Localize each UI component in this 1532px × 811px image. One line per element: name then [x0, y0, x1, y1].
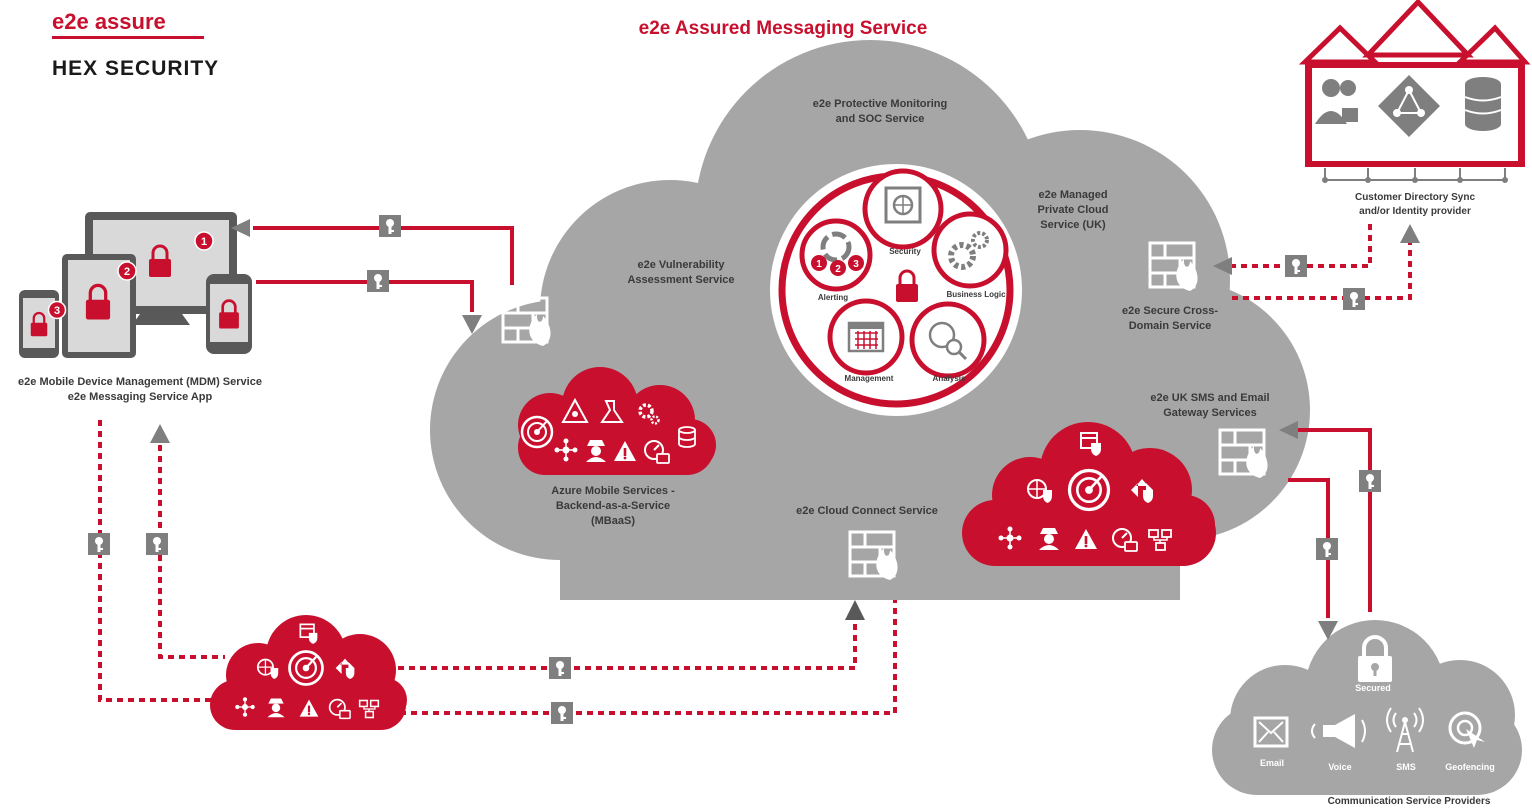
- svg-text:2: 2: [124, 266, 130, 278]
- phone-device: [206, 274, 252, 354]
- svg-text:Private Cloud: Private Cloud: [1038, 204, 1109, 216]
- directory-icon: [1378, 75, 1440, 137]
- gateway-red-cloud: [962, 422, 1216, 566]
- key-icon: [1316, 538, 1338, 560]
- management-node: Management: [827, 298, 905, 383]
- managed-cloud-label: e2e Managed: [1038, 189, 1107, 201]
- svg-text:and/or Identity provider: and/or Identity provider: [1359, 206, 1471, 217]
- secured-lock-icon: [1358, 635, 1392, 682]
- business-logic-node: Business Logic: [931, 211, 1009, 299]
- svg-text:2: 2: [835, 264, 841, 275]
- sms-gateway-label: e2e UK SMS and Email: [1150, 392, 1269, 404]
- mdm-devices: 1 2 3: [19, 212, 252, 358]
- alerting-label: Alerting: [818, 293, 848, 302]
- key-icon: [1343, 288, 1365, 310]
- email-label: Email: [1260, 758, 1284, 768]
- management-label: Management: [845, 374, 894, 383]
- voice-label: Voice: [1328, 762, 1351, 772]
- svg-text:3: 3: [54, 305, 60, 317]
- csp-cloud: Secured Email Voice SMS Geofencing: [1212, 620, 1522, 795]
- protective-monitoring-label: e2e Protective Monitoring: [813, 98, 947, 110]
- hex-security-logo: HEX SECURITY: [52, 57, 219, 80]
- key-icon: [549, 657, 571, 679]
- mobile-red-cloud: [210, 615, 407, 730]
- key-icon: [146, 533, 168, 555]
- key-icon: [367, 270, 389, 292]
- svg-text:(MBaaS): (MBaaS): [591, 515, 635, 527]
- business-logic-label: Business Logic: [946, 290, 1006, 299]
- svg-text:1: 1: [816, 259, 822, 270]
- alerting-node: 1 2 3 Alerting: [799, 218, 873, 302]
- logo-bottom-text: HEX SECURITY: [52, 57, 219, 80]
- cross-domain-label: e2e Secure Cross-: [1122, 305, 1218, 317]
- key-icon: [88, 533, 110, 555]
- svg-text:3: 3: [853, 259, 859, 270]
- geofencing-label: Geofencing: [1445, 762, 1495, 772]
- key-icon: [379, 215, 401, 237]
- svg-text:1: 1: [201, 236, 207, 248]
- svg-text:Domain Service: Domain Service: [1129, 320, 1212, 332]
- arrowheads: [150, 219, 1420, 640]
- users-icon: [1315, 79, 1358, 124]
- e2e-assure-logo: e2e assure: [52, 9, 204, 39]
- azure-label: Azure Mobile Services -: [551, 485, 675, 497]
- connectors: [98, 220, 1412, 715]
- mdm-label: e2e Mobile Device Management (MDM) Servi…: [18, 376, 262, 388]
- cloud-connect-label: e2e Cloud Connect Service: [796, 505, 938, 517]
- geofencing-icon: [1448, 711, 1485, 748]
- svg-text:Gateway Services: Gateway Services: [1163, 407, 1257, 419]
- database-icon: [1464, 77, 1502, 131]
- csp-label: Communication Service Providers: [1328, 796, 1491, 807]
- analysis-node: Analysis: [909, 301, 987, 383]
- soc-wheel: Security 1 2 3 Alerting Business Logic M…: [770, 164, 1022, 416]
- page-title: e2e Assured Messaging Service: [639, 18, 928, 39]
- svg-text:Assessment Service: Assessment Service: [627, 274, 734, 286]
- analysis-label: Analysis: [933, 374, 966, 383]
- key-icon: [1285, 255, 1307, 277]
- svg-text:and SOC Service: and SOC Service: [836, 113, 925, 125]
- security-node: Security: [862, 168, 944, 256]
- azure-red-cloud: [518, 367, 716, 475]
- sms-tower-icon: [1386, 707, 1424, 753]
- tablet-device: 2: [62, 254, 137, 358]
- svg-text:e2e Messaging Service App: e2e Messaging Service App: [68, 391, 213, 403]
- logo-top-text: e2e assure: [52, 9, 166, 34]
- voice-icon: [1311, 714, 1366, 748]
- secured-label: Secured: [1355, 683, 1391, 693]
- directory-label: Customer Directory Sync: [1355, 192, 1475, 203]
- sms-label: SMS: [1396, 762, 1416, 772]
- vulnerability-label: e2e Vulnerability: [637, 259, 725, 271]
- customer-directory: [1298, 0, 1531, 183]
- key-icon: [1359, 470, 1381, 492]
- security-label: Security: [889, 247, 921, 256]
- svg-text:Service (UK): Service (UK): [1040, 219, 1106, 231]
- key-icon: [551, 702, 573, 724]
- small-phone-device: 3: [19, 290, 67, 358]
- email-icon: [1253, 716, 1289, 748]
- svg-text:Backend-as-a-Service: Backend-as-a-Service: [556, 500, 670, 512]
